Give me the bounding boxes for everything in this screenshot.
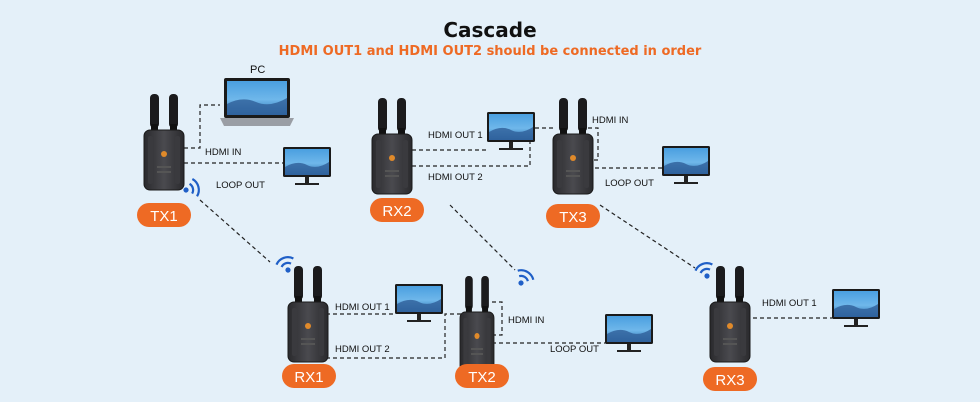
badge-label: RX2: [382, 203, 411, 220]
badge-label: RX3: [715, 372, 744, 389]
monitor-rx3-out1: [832, 289, 880, 327]
device-badge-tx2: TX2: [455, 364, 509, 388]
rx1-hdmi-out1-label: HDMI OUT 1: [335, 302, 390, 313]
device-badge-rx1: RX1: [282, 364, 336, 388]
tx2-loop-out-label: LOOP OUT: [550, 344, 599, 355]
tx3-hdmi-in-label: HDMI IN: [592, 115, 629, 126]
rx1-hdmi-out2-label: HDMI OUT 2: [335, 344, 390, 355]
tx1-pc-link: [184, 104, 220, 149]
rx3-hdmi-out1-label: HDMI OUT 1: [762, 298, 817, 309]
monitor-tx2-loop: [605, 314, 653, 352]
rx2-hdmi-out1-label: HDMI OUT 1: [428, 130, 483, 141]
device-badge-tx3: TX3: [546, 204, 600, 228]
monitor-tx1-loop: [283, 147, 331, 185]
tx2-hdmi-in-label: HDMI IN: [508, 315, 545, 326]
tx3-loop-out-label: LOOP OUT: [605, 178, 654, 189]
badge-label: TX2: [468, 369, 496, 386]
device-badge-tx1: TX1: [137, 203, 191, 227]
rx2-hdmi-out2-label: HDMI OUT 2: [428, 172, 483, 183]
rx2-device: [371, 97, 413, 195]
tx1-loop-out-label: LOOP OUT: [216, 180, 265, 191]
tx2-device: [459, 275, 495, 373]
device-badge-rx3: RX3: [703, 367, 757, 391]
wifi-icon: [510, 266, 537, 291]
badge-label: TX3: [559, 209, 587, 226]
rx2-hdmi-out2-link: [412, 127, 555, 167]
pc-label: PC: [250, 64, 265, 76]
wireless-link-rx2-tx2: [449, 204, 516, 271]
monitor-rx1-out1: [395, 284, 443, 322]
wifi-icon: [693, 259, 718, 283]
connections: [184, 104, 832, 359]
badge-label: TX1: [150, 208, 178, 225]
tx3-device: [552, 97, 594, 195]
wireless-link-tx3-rx3: [599, 204, 696, 269]
monitor-rx2-out1: [487, 112, 535, 150]
diagram-subtitle: HDMI OUT1 and HDMI OUT2 should be connec…: [278, 44, 702, 59]
device-badge-rx2: RX2: [370, 198, 424, 222]
tx1-device: [143, 93, 185, 191]
diagram-title: Cascade: [443, 18, 537, 42]
wireless-link-tx1-rx1: [199, 199, 271, 263]
rx1-device: [287, 265, 329, 363]
rx1-hdmi-out2-link: [326, 313, 462, 359]
rx3-device: [709, 265, 751, 363]
pc-laptop: [220, 78, 294, 126]
badge-label: RX1: [294, 369, 323, 386]
monitor-tx3-loop: [662, 146, 710, 184]
tx1-hdmi-in-label: HDMI IN: [205, 147, 242, 158]
